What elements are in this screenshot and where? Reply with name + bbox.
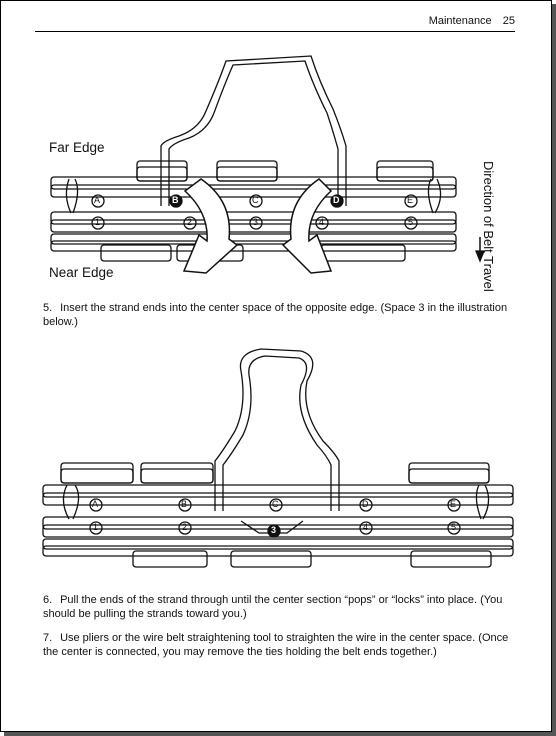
step-number: 7. [43,632,53,644]
space-5: 5 [451,522,457,532]
near-edge-label: Near Edge [49,265,114,280]
space-2: 2 [187,217,193,227]
space-c: C [252,195,259,205]
space-e: E [407,195,414,205]
page-header: Maintenance 25 [35,15,515,32]
space-a: A [94,195,101,205]
page-number: 25 [502,15,515,27]
space-4: 4 [363,522,369,532]
space-d: D [333,195,340,205]
space-1: 1 [93,522,99,532]
step-text: Use pliers or the wire belt straightenin… [43,632,509,658]
wire-loop-2 [214,348,340,511]
space-3: 3 [253,217,259,227]
space-d: D [362,499,369,509]
section-title: Maintenance [428,15,492,27]
belt-rows-2 [42,462,514,568]
space-4: 4 [319,217,325,227]
step-text: Insert the strand ends into the center s… [43,302,508,328]
step-7: 7. Use pliers or the wire belt straighte… [43,631,517,659]
step-number: 6. [43,594,53,606]
far-edge-label: Far Edge [49,140,105,155]
step-text: Pull the ends of the strand through unti… [43,594,503,620]
space-b: B [172,195,179,205]
space-b: B [181,499,188,509]
direction-label: Direction of Belt Travel [481,161,496,292]
wire-loop-1 [160,55,347,206]
space-a: A [92,499,99,509]
space-1: 1 [95,217,101,227]
direction-line-2: Belt Travel [481,230,496,292]
space-e: E [450,499,457,509]
step-number: 5. [43,302,53,314]
step-6: 6. Pull the ends of the strand through u… [43,593,517,621]
arrow-left [182,178,239,274]
space-3: 3 [271,525,277,535]
space-2: 2 [182,522,188,532]
belt-rows-1 [50,160,457,262]
space-c: C [272,499,279,509]
step-5: 5. Insert the strand ends into the cente… [43,301,517,329]
arrow-right [281,178,333,274]
direction-line-1: Direction of [481,161,496,227]
space-5: 5 [408,217,414,227]
